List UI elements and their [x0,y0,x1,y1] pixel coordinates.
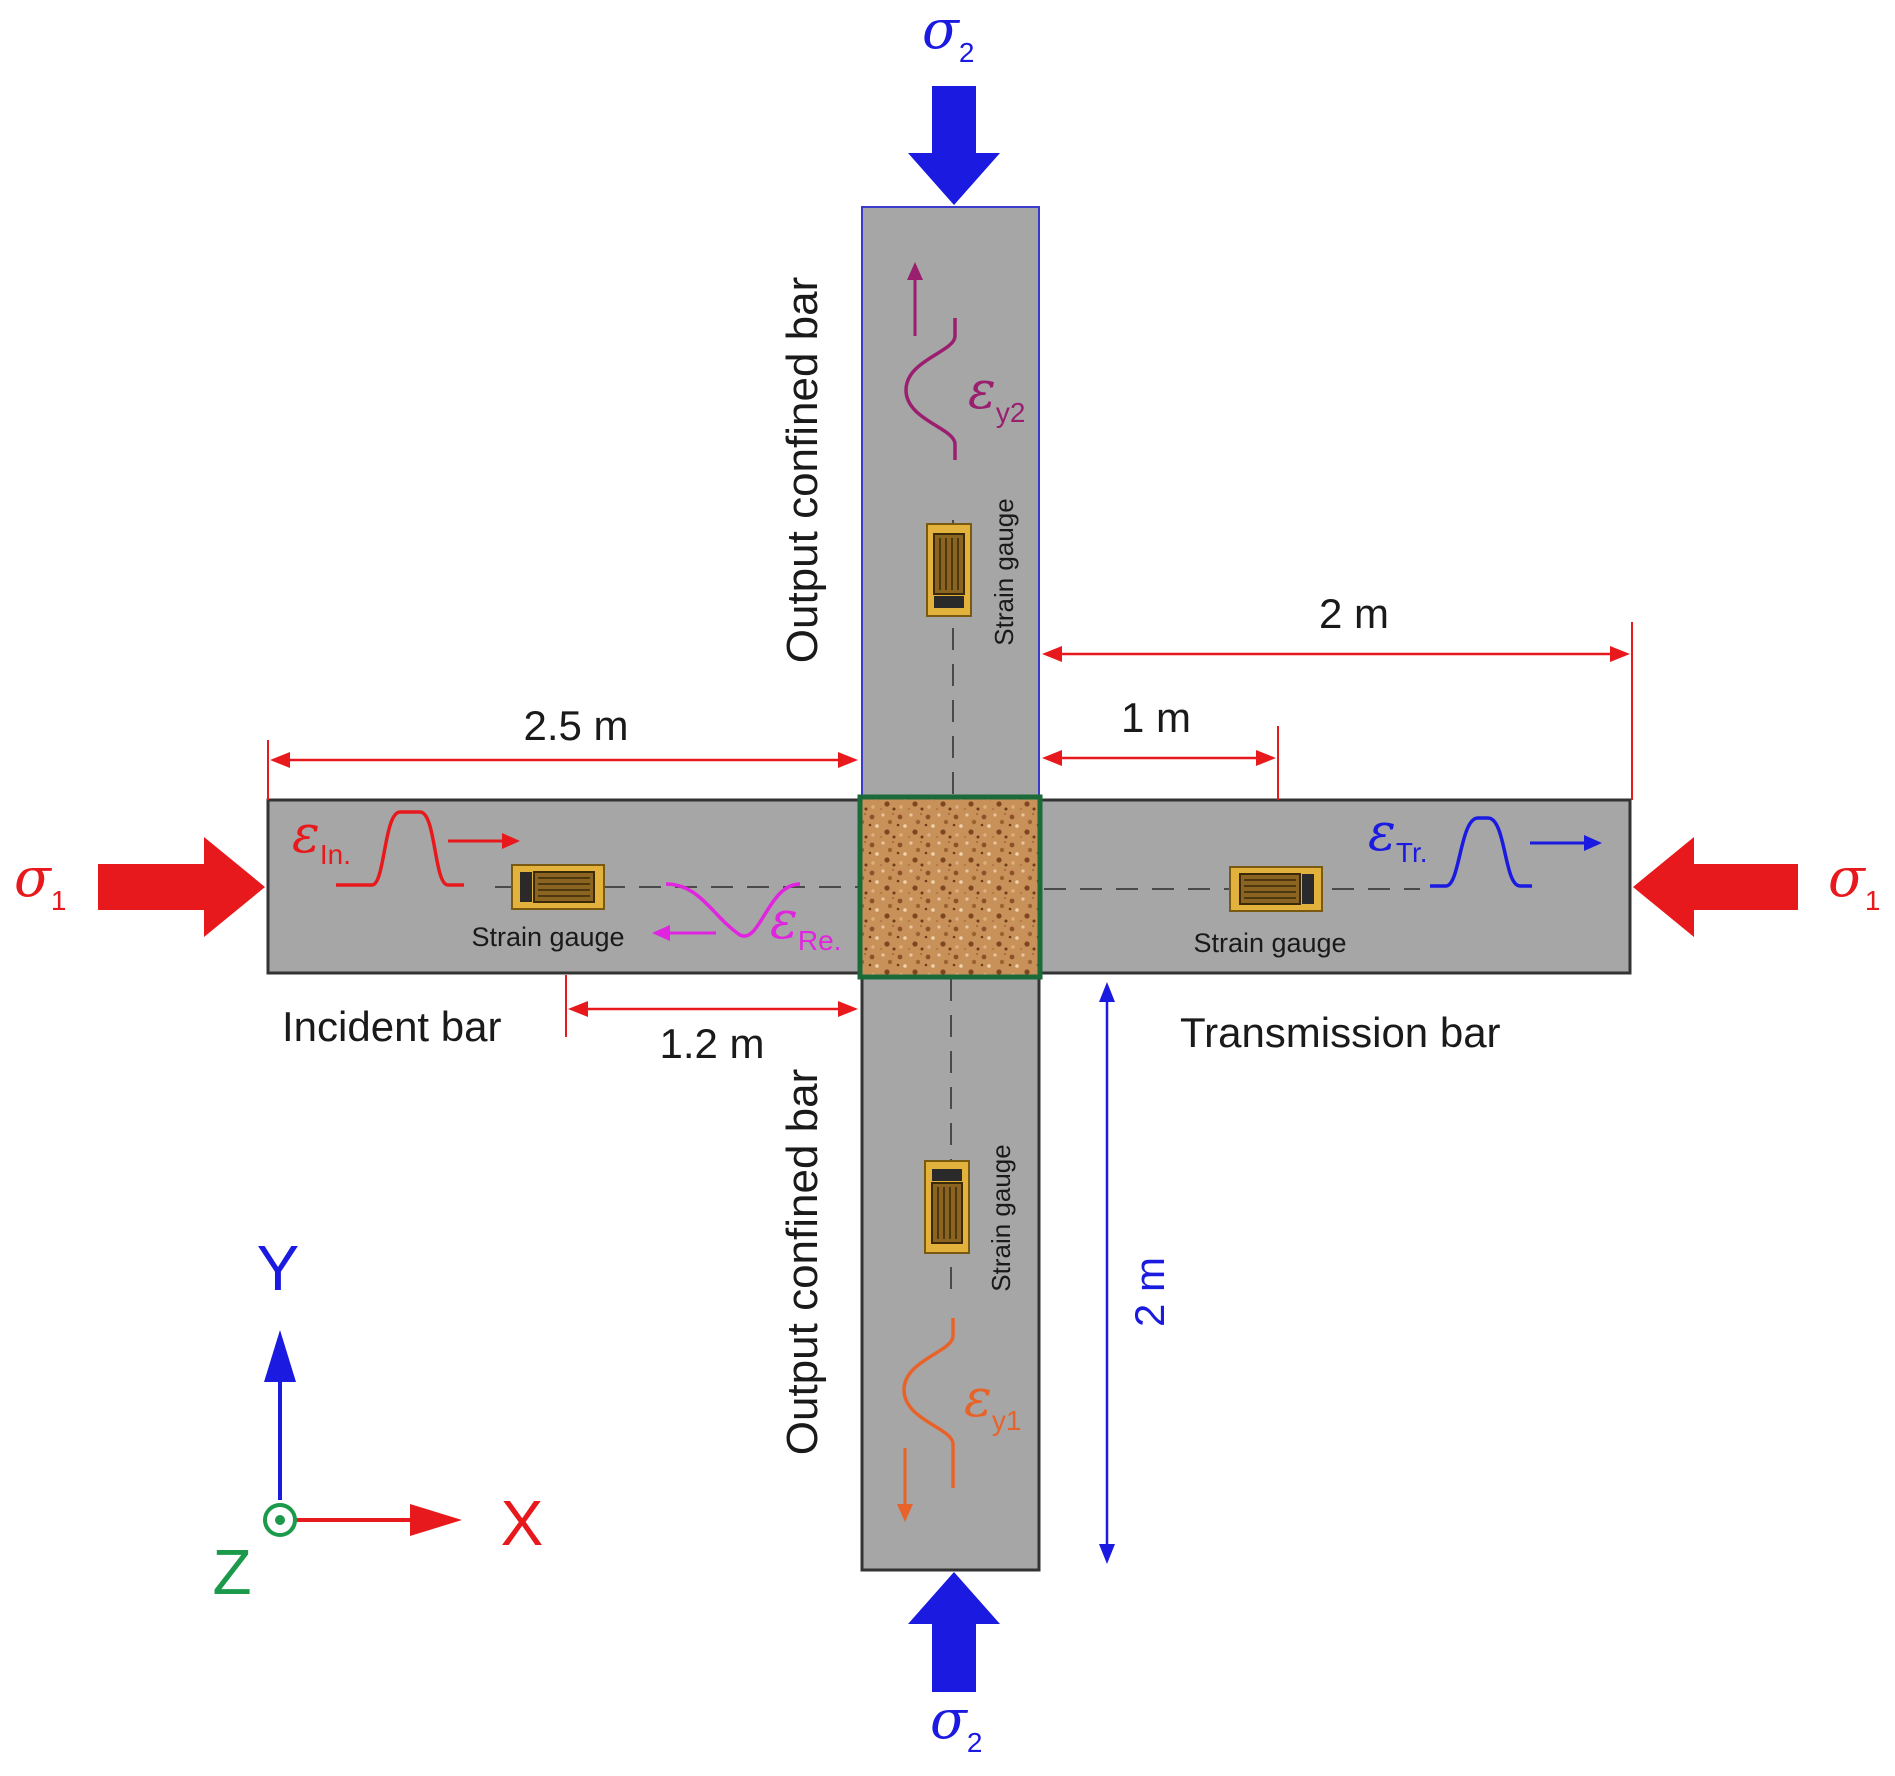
sigma2-top-label: σ2 [922,0,974,68]
reflected-wave-label: εRe. [770,891,841,956]
dim-2m-h-head-right [1610,646,1630,662]
strain-gauge-incident-label: Strain gauge [471,922,624,952]
dim-1m-label: 1 m [1121,694,1191,741]
dim-2m-v-label: 2 m [1126,1257,1173,1327]
y1-arrowhead [897,1504,913,1522]
sigma1-right-arrow [1633,837,1798,937]
dim-2.5m-label: 2.5 m [523,702,628,749]
strain-gauge-transmission [1229,866,1323,912]
incident-arrowhead [502,833,520,849]
sigma1-left-arrow [98,837,265,937]
transmission-bar-label: Transmission bar [1180,1009,1501,1056]
sigma2-bottom-label: σ2 [930,1688,982,1758]
dim-2.5m-head-right [838,752,858,768]
strain-gauge-transmission-label: Strain gauge [1193,928,1346,958]
incident-wave-label: εIn. [292,805,351,870]
dim-1m-head-left [1042,750,1062,766]
strain-gauge-bottom-label: Strain gauge [986,1144,1016,1291]
output-confined-bar-top-label: Output confined bar [778,277,827,663]
z-axis-label: Z [212,1536,251,1608]
sigma2-top-arrow [908,86,1000,205]
reflected-arrowhead [652,925,670,941]
y2-wave-label: εy2 [968,361,1025,428]
dim-2m-v-head-bottom [1099,1544,1115,1564]
dim-2m-h-label: 2 m [1319,590,1389,637]
output-confined-bar-top [861,206,1040,801]
dim-1.2m-head-left [568,1001,588,1017]
z-axis-marker-dot [275,1515,285,1525]
dim-2m-h-head-left [1042,646,1062,662]
strain-gauge-top-label: Strain gauge [989,498,1019,645]
incident-wave [336,810,464,887]
transmitted-wave-label: εTr. [1368,803,1428,868]
x-axis-arrowhead [410,1504,462,1536]
y-axis-label: Y [257,1232,300,1304]
sigma1-right-label: σ1 [1828,846,1880,916]
strain-gauge-top [926,523,972,617]
reflected-wave [665,882,801,938]
dim-1.2m-head-right [838,1001,858,1017]
y2-wave [904,318,957,460]
y1-wave [902,1318,955,1488]
strain-gauge-incident [511,864,605,910]
sigma1-left-label: σ1 [14,846,66,916]
y-axis-arrowhead [264,1330,296,1382]
specimen [857,794,1043,980]
dim-2.5m-head-left [270,752,290,768]
sigma2-bottom-arrow [908,1572,1000,1692]
transmitted-arrowhead [1584,835,1602,851]
y2-arrowhead [907,262,923,280]
dim-1m-head-right [1256,750,1276,766]
dim-2m-v-head-top [1099,982,1115,1002]
x-axis-label: X [501,1487,544,1559]
strain-gauge-bottom [924,1160,970,1254]
transmitted-wave [1430,816,1532,888]
y1-wave-label: εy1 [964,1369,1021,1436]
output-confined-bar-bottom-label: Output confined bar [778,1069,827,1455]
dim-1.2m-label: 1.2 m [659,1020,764,1067]
incident-bar-label: Incident bar [282,1003,501,1050]
